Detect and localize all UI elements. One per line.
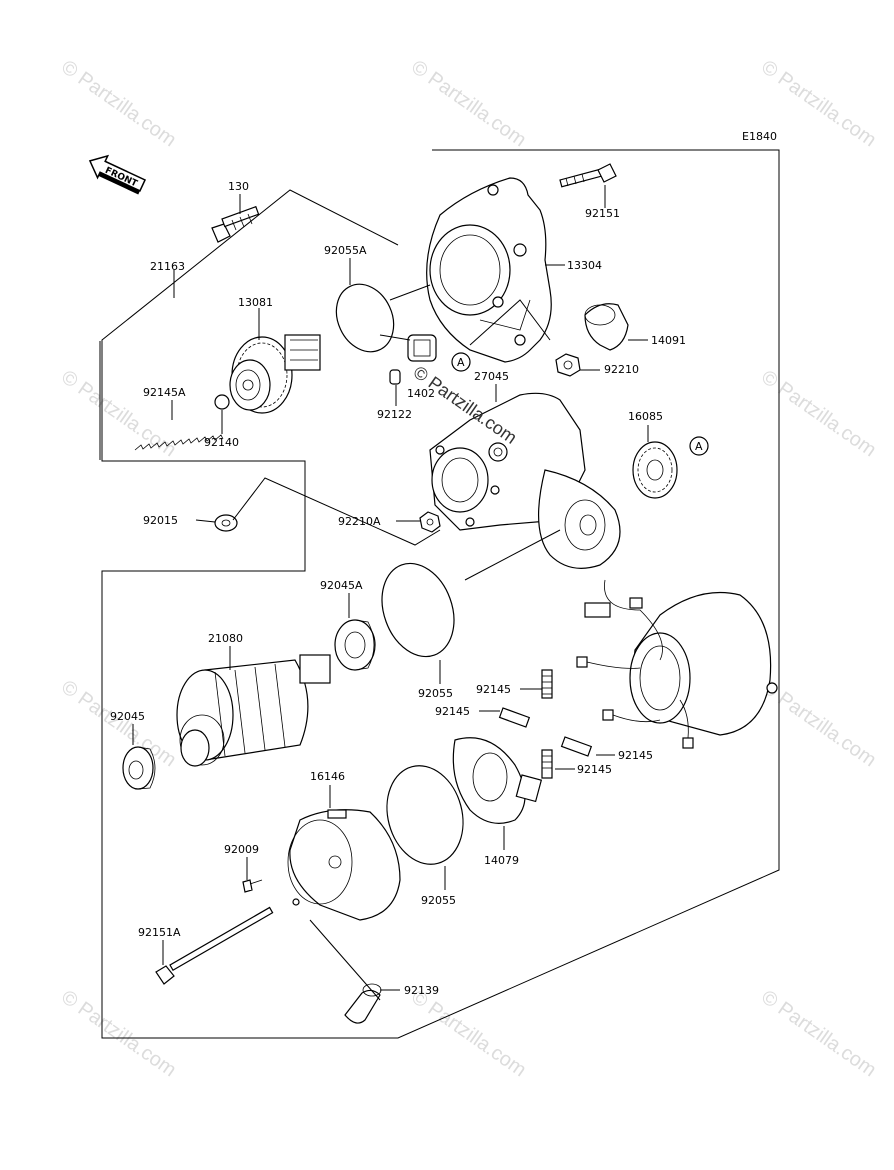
watermark: © Partzilla.com xyxy=(57,676,180,771)
spring-92145a xyxy=(134,434,224,451)
watermark: © Partzilla.com xyxy=(407,56,530,151)
label-92045a: 92045A xyxy=(320,579,363,592)
label-92145-3: 92145 xyxy=(618,749,653,762)
bolt-92151a xyxy=(155,906,274,985)
label-1402: 1402 xyxy=(407,387,435,400)
label-14091: 14091 xyxy=(651,334,686,347)
o-ring-92055-upper xyxy=(381,562,455,658)
nut-92210 xyxy=(555,353,581,377)
nut-92210a xyxy=(419,511,441,533)
cap-92139 xyxy=(344,983,382,1024)
o-ring-92055-lower xyxy=(386,765,464,865)
label-16085: 16085 xyxy=(628,410,663,423)
label-92210a: 92210A xyxy=(338,515,381,528)
housing-13304 xyxy=(426,177,552,363)
brush-holder-14079 xyxy=(452,737,543,824)
label-92145-4: 92145 xyxy=(577,763,612,776)
end-cover-16146 xyxy=(287,809,401,921)
label-92140: 92140 xyxy=(204,436,239,449)
label-92151: 92151 xyxy=(585,207,620,220)
label-21080: 21080 xyxy=(208,632,243,645)
o-ring-92055a xyxy=(335,283,395,353)
label-92055-upper: 92055 xyxy=(418,687,453,700)
bearing-92045 xyxy=(122,746,156,790)
label-92055-lower: 92055 xyxy=(421,894,456,907)
label-13304: 13304 xyxy=(567,259,602,272)
bolt-92151 xyxy=(559,163,617,188)
screw-92009 xyxy=(242,879,263,893)
label-92015: 92015 xyxy=(143,514,178,527)
ball-92140 xyxy=(214,394,230,410)
label-92122: 92122 xyxy=(377,408,412,421)
label-92139: 92139 xyxy=(404,984,439,997)
label-13081: 13081 xyxy=(238,296,273,309)
watermark: © Partzilla.com xyxy=(757,366,880,461)
ref-marker-a-2: A xyxy=(689,436,709,456)
gear-13081 xyxy=(229,334,321,414)
spring-92145-3 xyxy=(560,736,593,757)
front-arrow-icon: FRONT xyxy=(88,154,147,195)
label-92055a: 92055A xyxy=(324,244,367,257)
label-21163: 21163 xyxy=(150,260,185,273)
label-27045: 27045 xyxy=(474,370,509,383)
ref-marker-a-1: A xyxy=(451,352,471,372)
yoke-assembly xyxy=(576,579,778,749)
label-92045: 92045 xyxy=(110,710,145,723)
label-16146: 16146 xyxy=(310,770,345,783)
leader-lines xyxy=(99,185,649,1001)
label-130: 130 xyxy=(228,180,249,193)
gear-16085 xyxy=(632,441,678,499)
cap-14091 xyxy=(584,303,629,351)
label-92145a: 92145A xyxy=(143,386,186,399)
watermark: © Partzilla.com xyxy=(757,986,880,1081)
label-92145-2: 92145 xyxy=(435,705,470,718)
label-92145-1: 92145 xyxy=(476,683,511,696)
label-14079: 14079 xyxy=(484,854,519,867)
diagram-code: E1840 xyxy=(742,130,777,143)
bolt-130 xyxy=(211,205,260,243)
armature-21080 xyxy=(176,654,331,767)
watermark: © Partzilla.com xyxy=(57,986,180,1081)
ref-marker-label: A xyxy=(695,440,703,453)
watermark: © Partzilla.com xyxy=(57,366,180,461)
clutch-1402 xyxy=(407,334,437,362)
watermark: © Partzilla.com xyxy=(57,56,180,151)
label-92009: 92009 xyxy=(224,843,259,856)
label-92210: 92210 xyxy=(604,363,639,376)
label-92151a: 92151A xyxy=(138,926,181,939)
spring-92145-4 xyxy=(541,749,553,779)
ref-marker-label: A xyxy=(457,356,465,369)
assembly-outline xyxy=(101,149,780,1039)
bearing-92045a xyxy=(334,619,376,671)
washer-92015 xyxy=(214,514,238,532)
spring-92145-1 xyxy=(541,669,553,699)
pin-92122 xyxy=(389,369,401,385)
body-27045 xyxy=(429,392,621,569)
watermark: © Partzilla.com xyxy=(407,986,530,1081)
spring-92145-2 xyxy=(498,707,531,728)
part-labels: 130 92151 21163 92055A 13304 13081 14091… xyxy=(110,180,686,997)
